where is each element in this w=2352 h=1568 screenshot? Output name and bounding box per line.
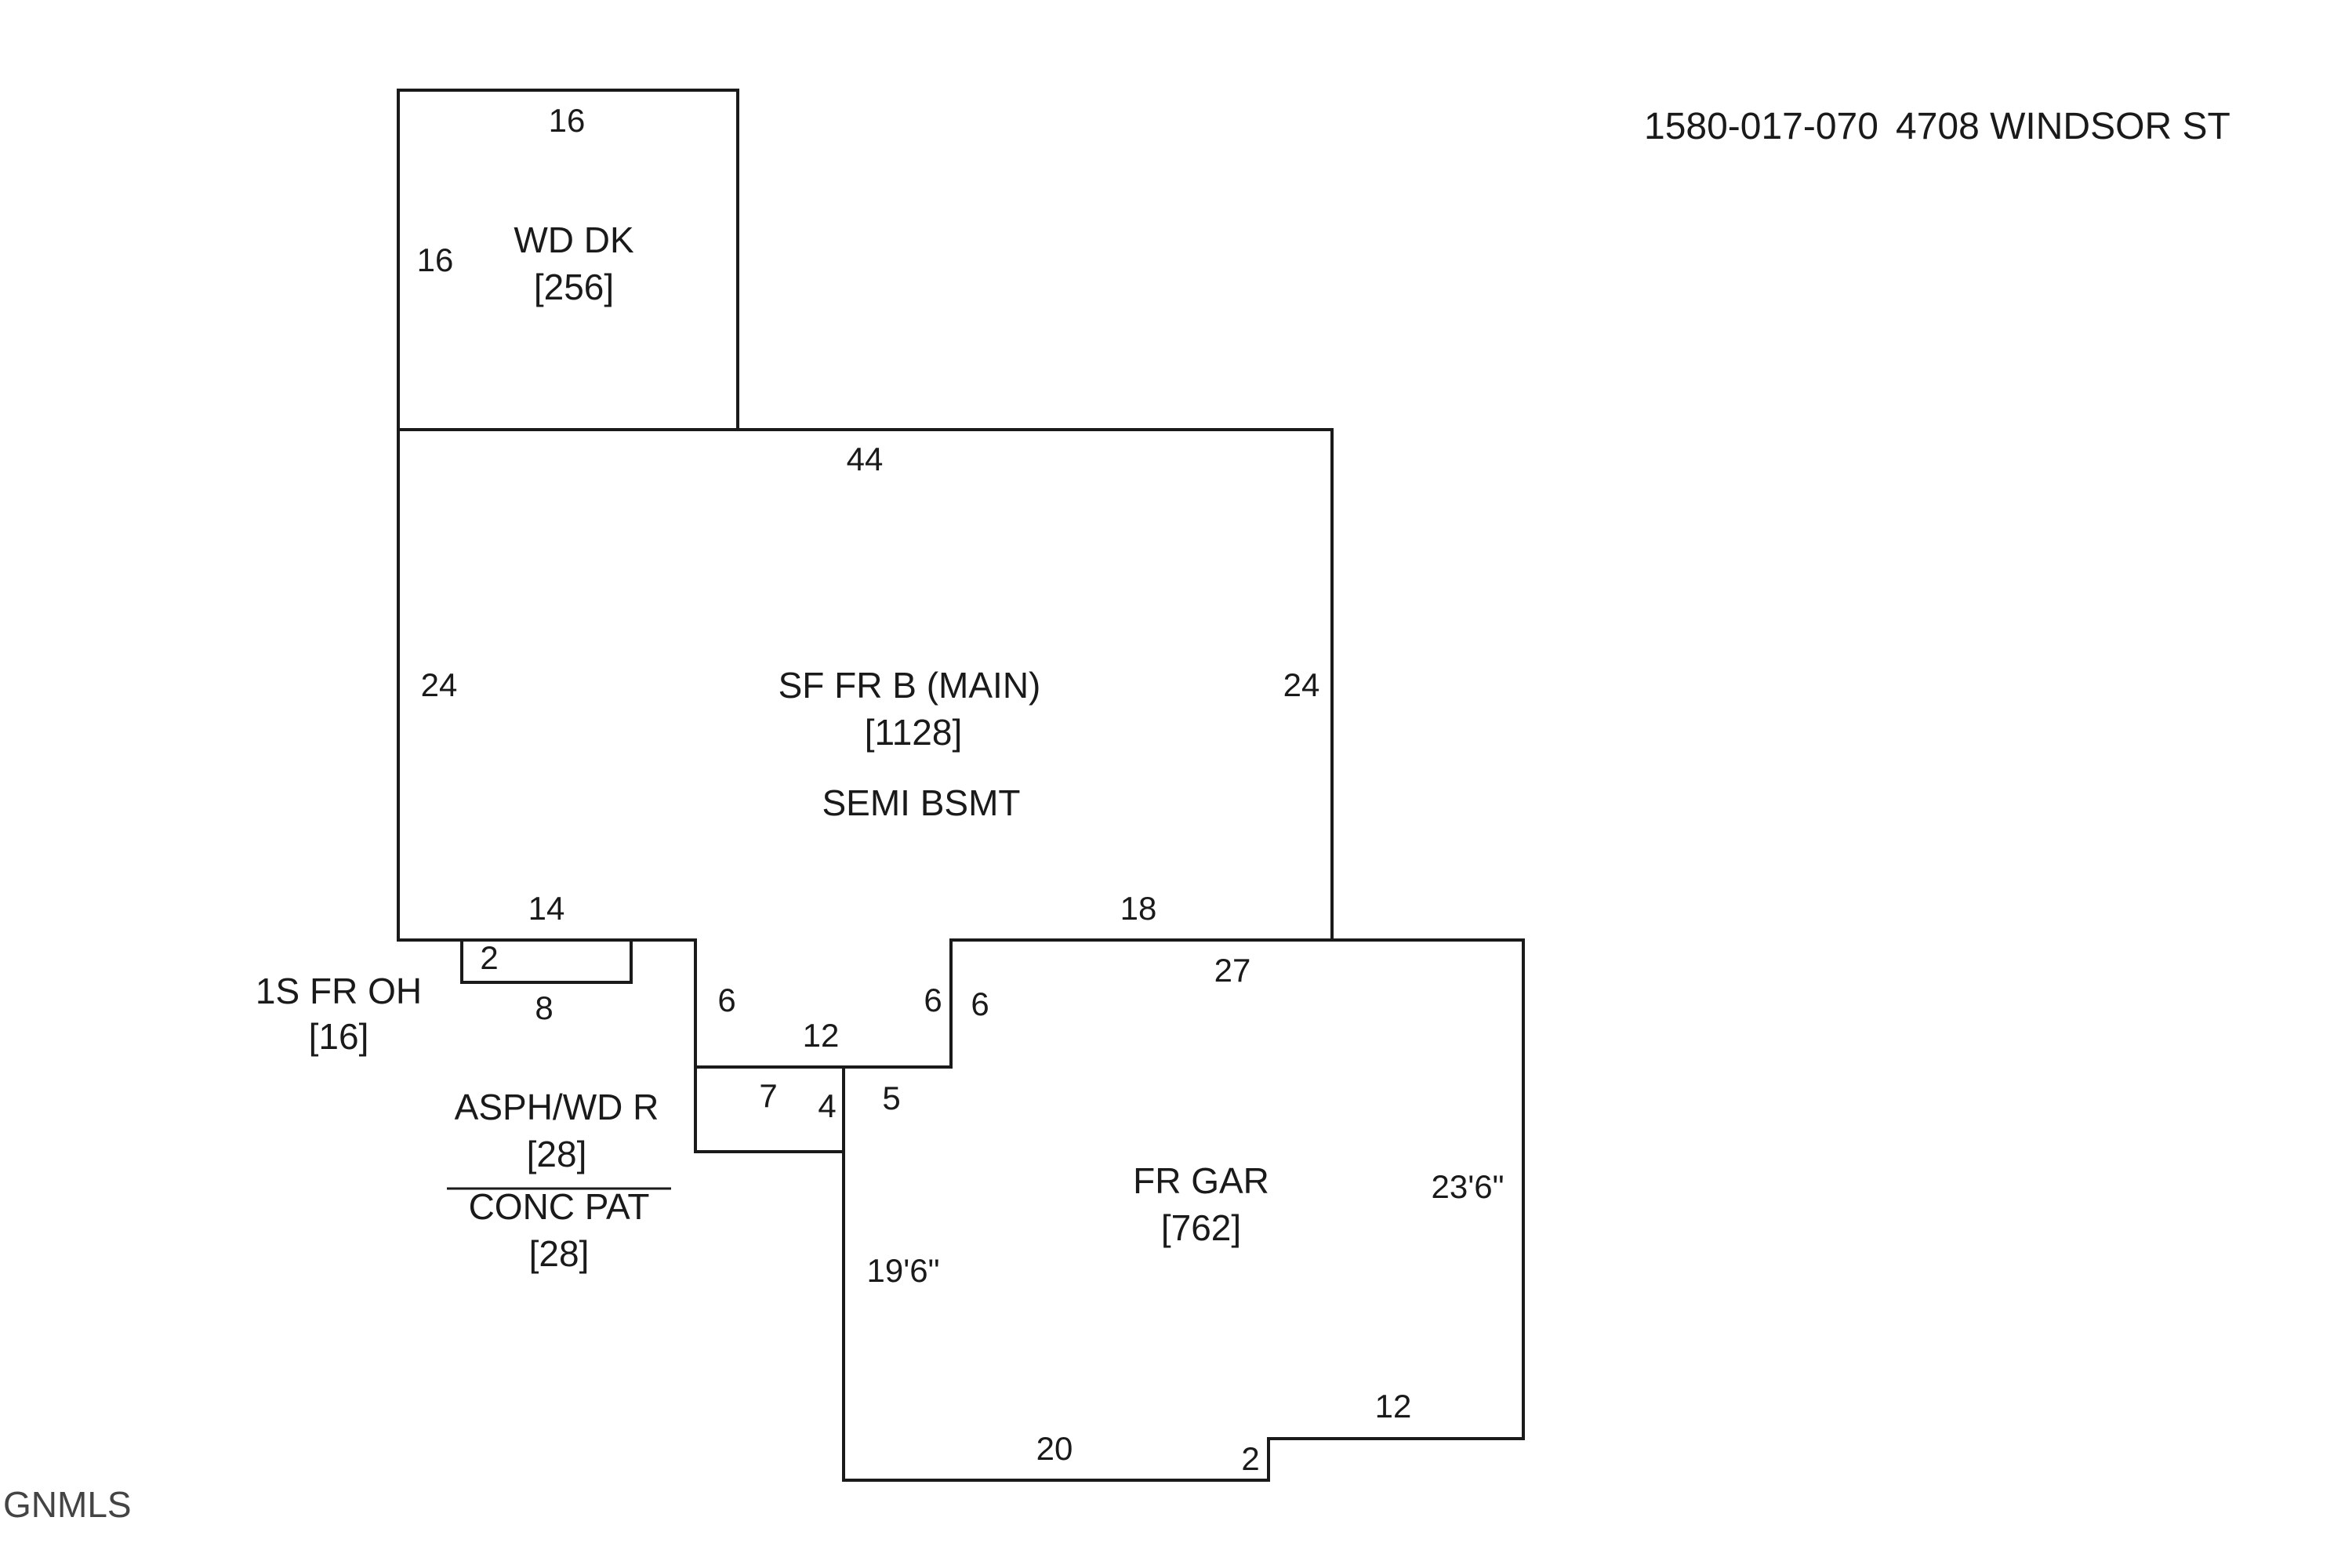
patio-name: CONC PAT bbox=[469, 1186, 650, 1227]
overhang-sqft: [16] bbox=[309, 1016, 369, 1057]
garage-sqft: [762] bbox=[1161, 1207, 1241, 1248]
dim-main-right: 24 bbox=[1283, 666, 1320, 703]
garage-name: FR GAR bbox=[1133, 1160, 1269, 1201]
main-house-name: SF FR B (MAIN) bbox=[779, 665, 1041, 706]
wood-deck-sqft: [256] bbox=[534, 267, 614, 307]
dim-garage-bottom: 20 bbox=[1036, 1430, 1073, 1467]
dim-notch-right: 6 bbox=[924, 982, 942, 1018]
dim-main-bottom-left: 14 bbox=[528, 890, 565, 927]
dim-porch-height: 4 bbox=[818, 1087, 836, 1124]
dim-notch-bottom: 12 bbox=[803, 1017, 840, 1054]
garage-outline bbox=[842, 938, 1525, 1482]
dim-overhang-height: 2 bbox=[480, 939, 498, 976]
dim-notch-left: 6 bbox=[717, 982, 735, 1018]
dim-main-top: 44 bbox=[847, 441, 884, 477]
dim-garage-bottom-right: 12 bbox=[1375, 1388, 1412, 1425]
dim-main-left: 24 bbox=[421, 666, 458, 703]
main-house-note: SEMI BSMT bbox=[822, 782, 1020, 823]
dim-garage-left: 19'6" bbox=[866, 1252, 939, 1289]
mls-watermark: GNMLS bbox=[3, 1484, 132, 1525]
porch-sqft: [28] bbox=[527, 1134, 587, 1174]
dim-porch-width: 7 bbox=[759, 1077, 777, 1114]
dim-overhang-width: 8 bbox=[535, 989, 553, 1026]
dim-deck-left: 16 bbox=[417, 241, 454, 278]
dim-garage-small: 5 bbox=[882, 1080, 900, 1116]
overhang-name: 1S FR OH bbox=[256, 971, 422, 1011]
patio-sqft: [28] bbox=[529, 1233, 590, 1274]
wood-deck-name: WD DK bbox=[514, 220, 634, 260]
dim-garage-top: 27 bbox=[1214, 952, 1251, 989]
dim-deck-top: 16 bbox=[549, 102, 586, 139]
dim-main-bottom-right: 18 bbox=[1120, 890, 1157, 927]
parcel-id: 1580-017-070 bbox=[1644, 106, 1878, 147]
dim-garage-jog: 2 bbox=[1241, 1440, 1259, 1477]
address: 4708 WINDSOR ST bbox=[1896, 106, 2230, 147]
dim-garage-notch: 6 bbox=[971, 985, 989, 1022]
porch-name: ASPH/WD R bbox=[455, 1087, 659, 1127]
dim-garage-right: 23'6" bbox=[1431, 1168, 1504, 1205]
main-house-sqft: [1128] bbox=[865, 712, 962, 753]
overhang-outline bbox=[460, 938, 633, 984]
